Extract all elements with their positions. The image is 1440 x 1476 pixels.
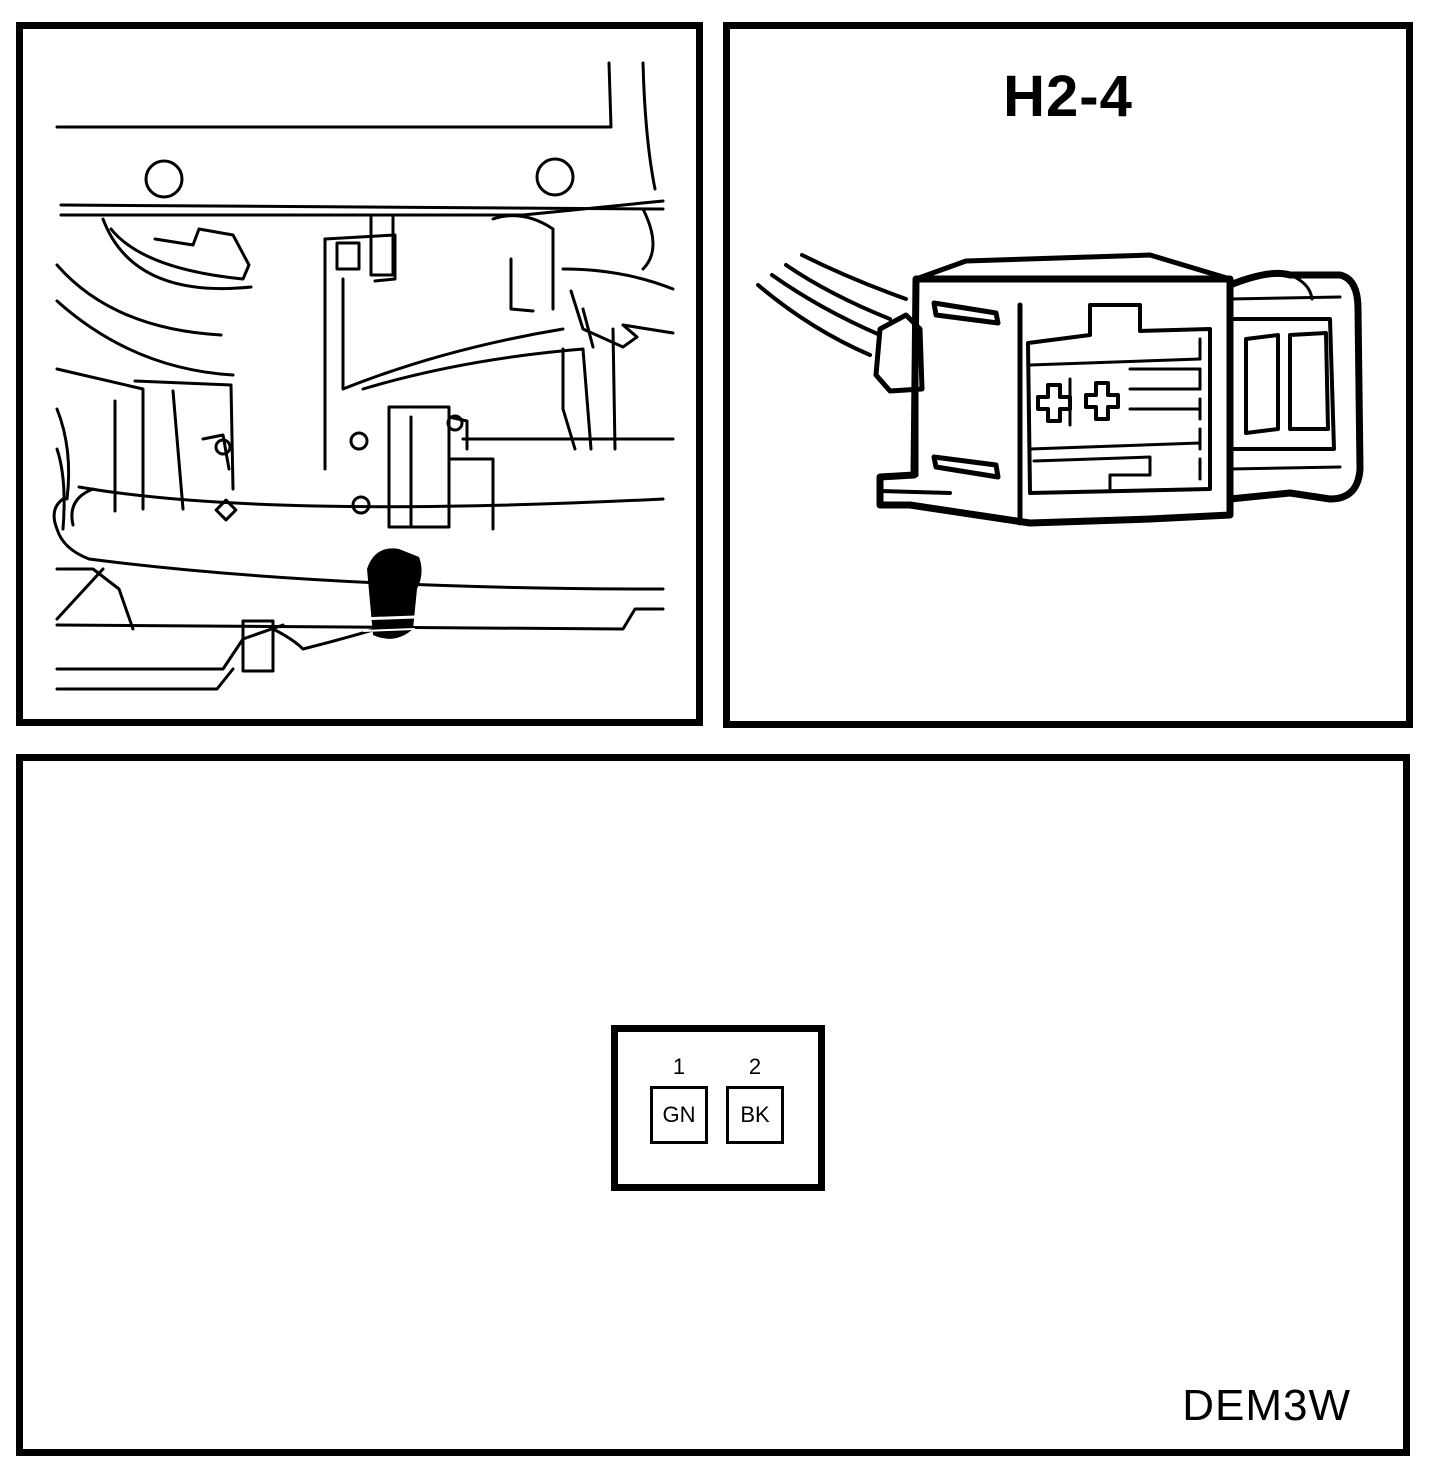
pin-2-cavity: BK [726,1086,784,1144]
engine-bay-location-illustration [52,61,675,691]
connector-housing-illustration [756,252,1364,527]
pin-2-wire-color: BK [740,1102,770,1127]
connector-face-view: 1 GN 2 BK [611,1025,825,1191]
pin-1-cavity: GN [650,1086,708,1144]
connector-id-label: H2-4 [1003,64,1133,129]
pin-1-wire-color: GN [662,1102,696,1127]
pinout-panel: 1 GN 2 BK DEM3W [16,754,1410,1456]
connector-wires [756,253,908,357]
pin-number-1: 1 [672,1054,686,1079]
location-illustration-panel [16,22,703,726]
highlighted-connector-marker [358,548,422,639]
figure-code: DEM3W [1182,1381,1351,1430]
pin-number-2: 2 [748,1054,762,1079]
connector-view-panel: H2-4 [723,22,1413,728]
